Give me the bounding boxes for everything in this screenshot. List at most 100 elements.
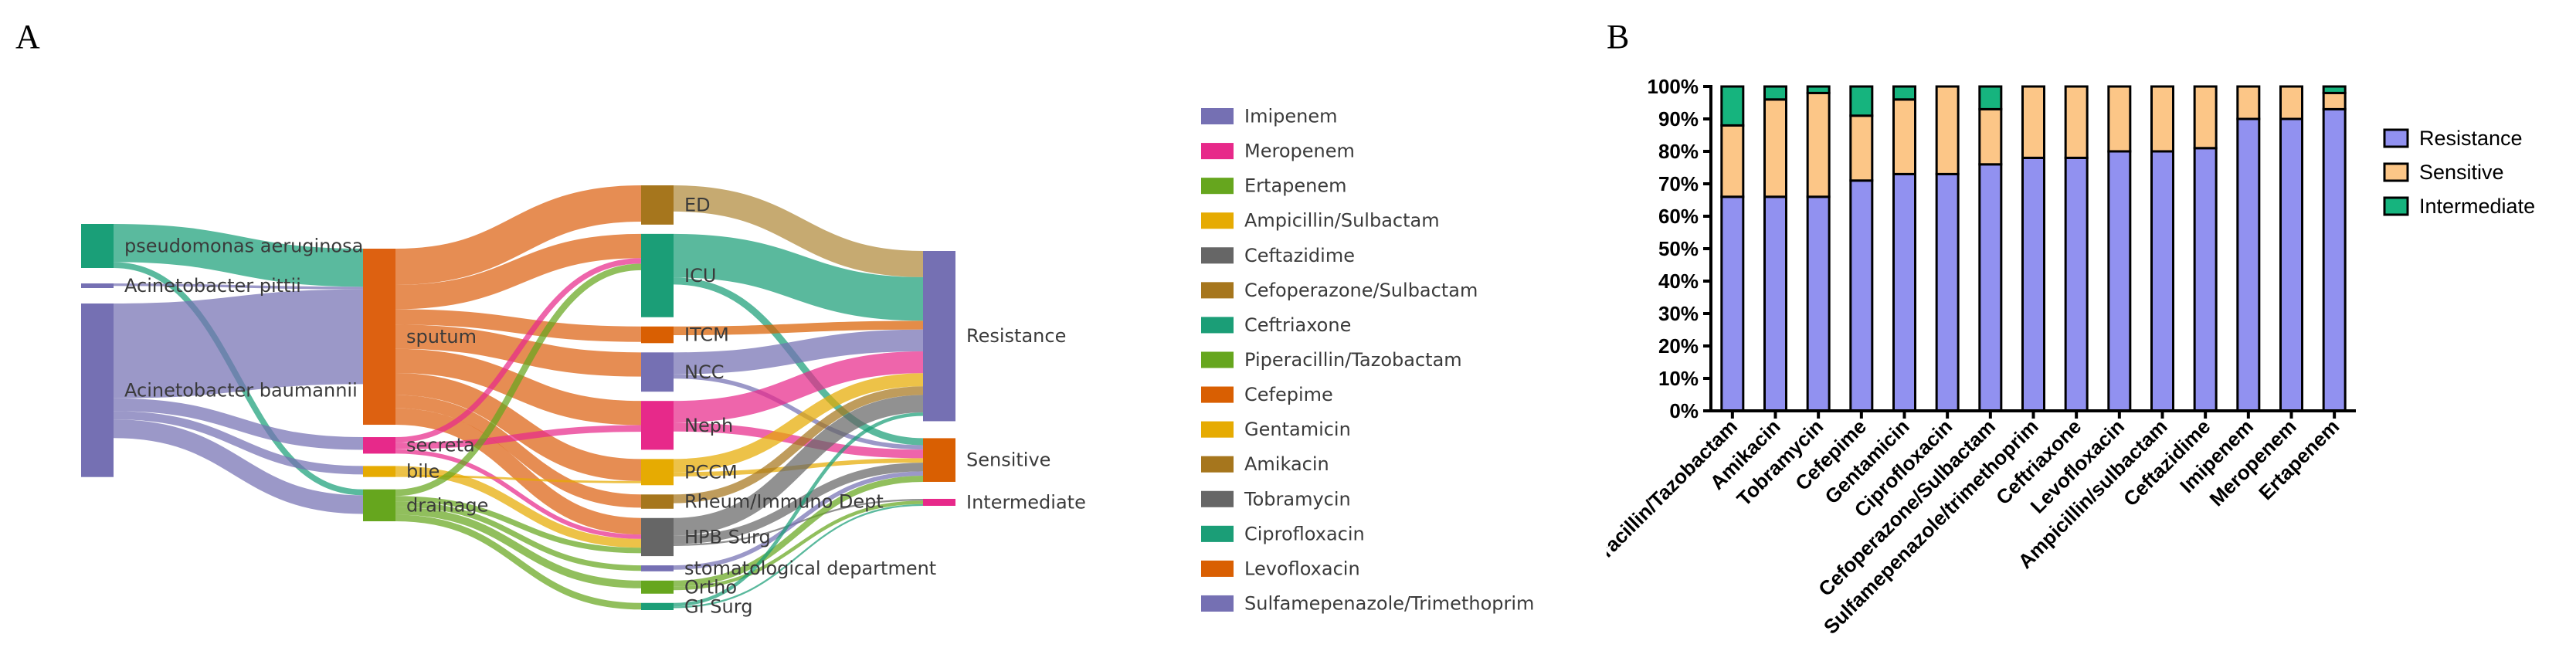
node-neph xyxy=(641,401,674,450)
node-label-gentamicin: Gentamicin xyxy=(1244,419,1351,440)
flow-drainage-to-icu xyxy=(395,263,642,497)
legend-swatch-intermediate xyxy=(2383,196,2409,216)
node-imipenem xyxy=(1201,108,1234,125)
bar-cefepime-intermediate xyxy=(1849,85,1874,117)
bar-ceftazidime-resistance xyxy=(2193,147,2218,412)
node-gentamicin xyxy=(1201,421,1234,438)
bar-imipenem-resistance xyxy=(2236,117,2261,412)
node-label-drainage: drainage xyxy=(406,494,488,516)
legend-label-intermediate: Intermediate xyxy=(2419,195,2535,218)
y-tick-label: 60% xyxy=(1658,205,1699,228)
x-tick-label-piperacillin-tazobactam: Piperacillin/Tazobactam xyxy=(1607,415,1742,592)
y-tick-label: 30% xyxy=(1658,302,1699,325)
node-label-amikacin: Amikacin xyxy=(1244,453,1329,475)
node-label-cefoperazone-sulbactam: Cefoperazone/Sulbactam xyxy=(1244,280,1478,301)
sankey-links xyxy=(113,185,924,610)
flow-neph-to-resistance xyxy=(673,351,924,423)
bar-ciprofloxacin-resistance xyxy=(1935,172,1960,412)
bar-levofloxacin-resistance xyxy=(2107,150,2132,412)
node-pccm xyxy=(641,459,674,486)
bar-tobramycin-sensitive xyxy=(1806,91,1831,198)
flow-drainage-to-hpb-surg xyxy=(395,496,642,554)
node-label-tobramycin: Tobramycin xyxy=(1244,488,1351,510)
flow-gi-surg-to-resistance xyxy=(673,412,924,607)
legend-label-sensitive: Sensitive xyxy=(2419,161,2504,184)
flow-ncc-to-resistance xyxy=(673,329,924,375)
node-resistance xyxy=(923,251,955,422)
flow-hpb-surg-to-resistance xyxy=(673,395,924,536)
bar-cefoperazone-sulbactam-resistance xyxy=(1978,163,2003,412)
node-label-pseudomonas-aeruginosa: pseudomonas aeruginosa xyxy=(124,236,363,257)
flow-sputum-to-pccm xyxy=(395,373,642,481)
bar-piperacillin-tazobactam-intermediate xyxy=(1720,85,1745,127)
node-label-acinetobacter-baumannii: Acinetobacter baumannii xyxy=(124,379,358,401)
node-bile xyxy=(363,466,395,477)
node-sulfamepenazole-trimethoprim xyxy=(1201,595,1234,612)
bar-meropenem-resistance xyxy=(2279,117,2303,412)
bar-sulfamepenazole-trimethoprim-sensitive xyxy=(2021,85,2045,159)
node-label-itcm: ITCM xyxy=(684,324,729,346)
flow-pseudomonas-aeruginosa-to-sputum xyxy=(113,223,364,287)
bar-meropenem-sensitive xyxy=(2279,85,2303,120)
node-label-acinetobacter-pittii: Acinetobacter pittii xyxy=(124,275,301,297)
flow-drainage-to-gi-surg xyxy=(395,514,642,610)
bar-amikacin-resistance xyxy=(1763,195,1787,412)
bar-ceftriaxone-sensitive xyxy=(2064,85,2089,159)
bar-gentamicin-sensitive xyxy=(1892,98,1916,175)
bar-tobramycin-intermediate xyxy=(1806,85,1831,94)
flow-itcm-to-resistance xyxy=(673,320,924,336)
flow-ortho-to-intermediate xyxy=(673,500,924,591)
stacked-bar-panel: B 0%10%20%30%40%50%60%70%80%90%100%Piper… xyxy=(1607,18,2535,639)
node-ampicillin-sulbactam xyxy=(1201,212,1234,229)
node-icu xyxy=(641,233,674,317)
node-label-cefepime: Cefepime xyxy=(1244,384,1333,405)
node-label-pccm: PCCM xyxy=(684,461,738,483)
node-label-ceftriaxone: Ceftriaxone xyxy=(1244,314,1351,336)
node-label-rheum-immuno-dept: Rheum/Immuno Dept xyxy=(684,491,884,513)
bar-ampicillin-sulbactam-sensitive xyxy=(2150,85,2174,153)
node-label-secreta: secreta xyxy=(406,435,475,456)
node-ncc xyxy=(641,352,674,392)
flow-ortho-to-sensitive xyxy=(673,476,924,587)
flow-acinetobacter-baumannii-to-drainage xyxy=(113,419,364,514)
bar-cefoperazone-sulbactam-sensitive xyxy=(1978,107,2003,166)
bar-amikacin-sensitive xyxy=(1763,98,1787,198)
node-intermediate xyxy=(923,498,955,506)
bar-ceftazidime-sensitive xyxy=(2193,85,2218,150)
node-label-sulfamepenazole-trimethoprim: Sulfamepenazole/Trimethoprim xyxy=(1244,592,1534,614)
bar-sulfamepenazole-trimethoprim-resistance xyxy=(2021,156,2045,412)
flow-gi-surg-to-intermediate xyxy=(673,504,924,609)
node-ertapenem xyxy=(1201,178,1234,195)
y-tick-label: 90% xyxy=(1658,107,1699,131)
bar-levofloxacin-sensitive xyxy=(2107,85,2132,153)
node-label-icu: ICU xyxy=(684,265,716,287)
bar-amikacin-intermediate xyxy=(1763,85,1787,101)
flow-sputum-to-neph xyxy=(395,348,642,426)
flow-sputum-to-hpb-surg xyxy=(395,408,642,535)
node-label-sputum: sputum xyxy=(406,326,477,348)
node-label-stomatological-department: stomatological department xyxy=(684,558,936,579)
flow-pccm-to-resistance xyxy=(673,373,924,473)
y-tick-label: 50% xyxy=(1658,237,1699,260)
bar-gentamicin-intermediate xyxy=(1892,85,1916,101)
node-meropenem xyxy=(1201,143,1234,160)
bar-gentamicin-resistance xyxy=(1892,172,1916,412)
node-levofloxacin xyxy=(1201,560,1234,577)
flow-rheum-immuno-dept-to-resistance xyxy=(673,386,924,504)
bar-ertapenem-sensitive xyxy=(2322,91,2347,110)
node-label-levofloxacin: Levofloxacin xyxy=(1244,558,1360,579)
y-tick-label: 40% xyxy=(1658,270,1699,293)
y-tick-label: 10% xyxy=(1658,367,1699,390)
bar-piperacillin-tazobactam-sensitive xyxy=(1720,124,1745,198)
legend-swatch-resistance xyxy=(2383,128,2409,148)
bar-cefepime-resistance xyxy=(1849,179,1874,412)
bar-cefoperazone-sulbactam-intermediate xyxy=(1978,85,2003,110)
node-ciprofloxacin xyxy=(1201,525,1234,542)
node-label-ncc: NCC xyxy=(684,361,724,383)
node-label-piperacillin-tazobactam: Piperacillin/Tazobactam xyxy=(1244,349,1462,371)
stacked-bar-chart: 0%10%20%30%40%50%60%70%80%90%100%Piperac… xyxy=(1607,75,2356,639)
node-stomatological-department xyxy=(641,565,674,571)
y-tick-label: 70% xyxy=(1658,172,1699,195)
bar-ampicillin-sulbactam-resistance xyxy=(2150,150,2174,412)
